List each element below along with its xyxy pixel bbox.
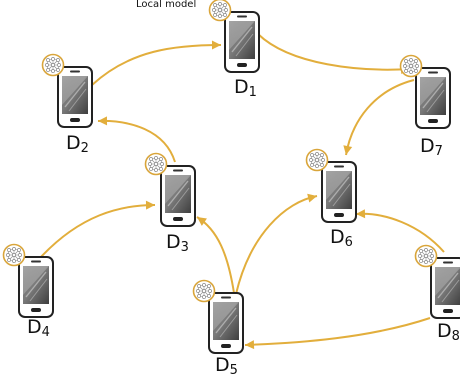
link-d1-to-d7: [257, 33, 411, 74]
link-curve: [257, 33, 411, 71]
local-model-caption: Local model: [136, 0, 197, 10]
neural-network-icon: [2, 243, 26, 267]
device-d3: [144, 152, 196, 227]
device-d4: [2, 243, 54, 318]
device-d8: [414, 244, 460, 319]
arrow-head: [145, 200, 155, 210]
link-curve: [39, 204, 156, 259]
device-label-d8: D8: [437, 320, 460, 344]
device-d1: [208, 0, 260, 73]
device-label-d4: D4: [27, 316, 50, 340]
device-index: 4: [41, 325, 50, 340]
device-label-d5: D5: [215, 354, 238, 378]
device-label-d7: D7: [420, 135, 443, 159]
neural-network-icon: [208, 0, 232, 22]
smartphone-icon: [430, 257, 460, 319]
device-letter: D: [166, 231, 181, 253]
device-letter: D: [27, 316, 42, 338]
smartphone-icon: [57, 66, 93, 128]
device-letter: D: [420, 135, 435, 157]
device-d6: [305, 148, 357, 223]
smartphone-icon: [208, 292, 244, 354]
device-letter: D: [330, 226, 345, 248]
device-d7: [399, 54, 451, 129]
link-curve: [235, 195, 318, 295]
neural-network-icon: [305, 148, 329, 172]
neural-network-icon: [41, 53, 65, 77]
device-index: 7: [434, 144, 443, 159]
devices-layer: [2, 0, 460, 354]
device-d5: [192, 279, 244, 354]
link-curve: [91, 44, 222, 86]
device-index: 6: [344, 235, 353, 250]
arrow-head: [343, 145, 353, 155]
device-index: 5: [229, 363, 238, 378]
arrow-head: [307, 193, 317, 203]
link-d8-to-d5: [244, 317, 431, 350]
link-d8-to-d6: [355, 209, 445, 253]
device-letter: D: [66, 132, 81, 154]
link-curve: [97, 119, 176, 163]
arrow-head: [211, 40, 221, 50]
device-label-d2: D2: [66, 132, 89, 156]
smartphone-icon: [224, 11, 260, 73]
arrow-head: [245, 340, 255, 350]
device-label-d1: D1: [234, 76, 257, 100]
smartphone-icon: [160, 165, 196, 227]
device-label-d3: D3: [166, 231, 189, 255]
neural-network-icon: [414, 244, 438, 268]
device-index: 1: [248, 85, 257, 100]
neural-network-icon: [192, 279, 216, 303]
device-index: 8: [451, 329, 460, 344]
arrow-head: [98, 116, 108, 126]
device-index: 2: [80, 141, 89, 156]
link-d5-to-d3: [196, 216, 235, 294]
device-d2: [41, 53, 93, 128]
smartphone-icon: [321, 161, 357, 223]
smartphone-icon: [415, 67, 451, 129]
smartphone-icon: [18, 256, 54, 318]
link-curve: [244, 317, 431, 346]
links-layer: [39, 33, 445, 350]
arrow-head: [197, 217, 207, 226]
link-curve: [355, 212, 445, 253]
device-letter: D: [234, 76, 249, 98]
link-d7-to-d6: [343, 79, 415, 156]
link-d2-to-d1: [91, 40, 222, 86]
link-curve: [345, 79, 415, 156]
device-label-d6: D6: [330, 226, 353, 250]
link-d5-to-d6: [235, 193, 318, 295]
device-index: 3: [180, 240, 189, 255]
neural-network-icon: [399, 54, 423, 78]
link-d4-to-d3: [39, 200, 156, 259]
neural-network-icon: [144, 152, 168, 176]
link-d3-to-d2: [97, 116, 176, 163]
device-letter: D: [437, 320, 452, 342]
arrow-head: [356, 209, 366, 219]
device-letter: D: [215, 354, 230, 376]
